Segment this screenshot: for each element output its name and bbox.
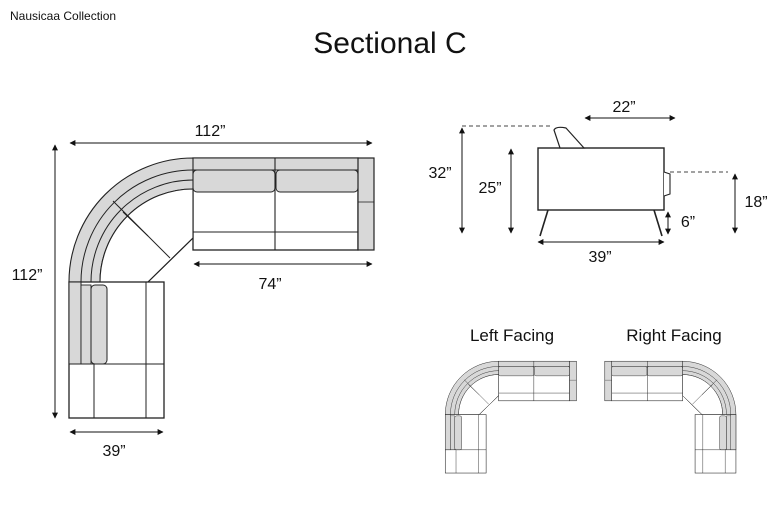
dimension-leg-height-label: 6”: [681, 214, 695, 231]
dimension-side-depth-label: 39”: [588, 249, 611, 266]
dimension-seat-depth: 22”: [584, 99, 676, 121]
main-sectional-top-view: [68, 157, 375, 419]
dimension-bottom-depth-label: 39”: [102, 443, 125, 460]
side-leg-right: [653, 209, 663, 237]
dimension-top-width: 112”: [69, 123, 373, 146]
dimension-left-height-label: 112”: [12, 267, 43, 284]
dimension-top-width-label: 112”: [195, 123, 226, 140]
dimension-left-height: 112”: [12, 144, 58, 419]
side-arm-edge: [663, 171, 671, 197]
dimension-back-height-label: 32”: [428, 165, 451, 182]
dimension-seat-height-label: 18”: [744, 194, 767, 211]
right-facing-label: Right Facing: [626, 326, 721, 345]
left-facing-thumbnail: [444, 360, 577, 474]
brand-name: Nausicaa Collection: [10, 9, 117, 23]
side-view-leaders: [462, 125, 728, 173]
dimension-side-depth: 39”: [537, 239, 665, 266]
dimension-inner-length-label: 74”: [258, 276, 281, 293]
dimension-arm-height-label: 25”: [478, 180, 501, 197]
dimension-back-height: 32”: [428, 127, 465, 234]
dimension-inner-length: 74”: [193, 261, 373, 293]
dimension-bottom-depth: 39”: [69, 429, 164, 460]
dimension-leg-height: 6”: [665, 211, 695, 235]
page-title: Sectional C: [313, 27, 467, 60]
dimension-seat-height: 18”: [732, 173, 768, 234]
dimension-seat-depth-label: 22”: [612, 99, 635, 116]
dimension-arm-height: 25”: [478, 148, 514, 234]
side-view: [537, 126, 671, 237]
right-facing-thumbnail: [604, 360, 737, 474]
side-headrest: [553, 126, 586, 149]
side-leg-left: [539, 209, 549, 237]
side-body: [537, 147, 665, 211]
left-facing-label: Left Facing: [470, 326, 554, 345]
